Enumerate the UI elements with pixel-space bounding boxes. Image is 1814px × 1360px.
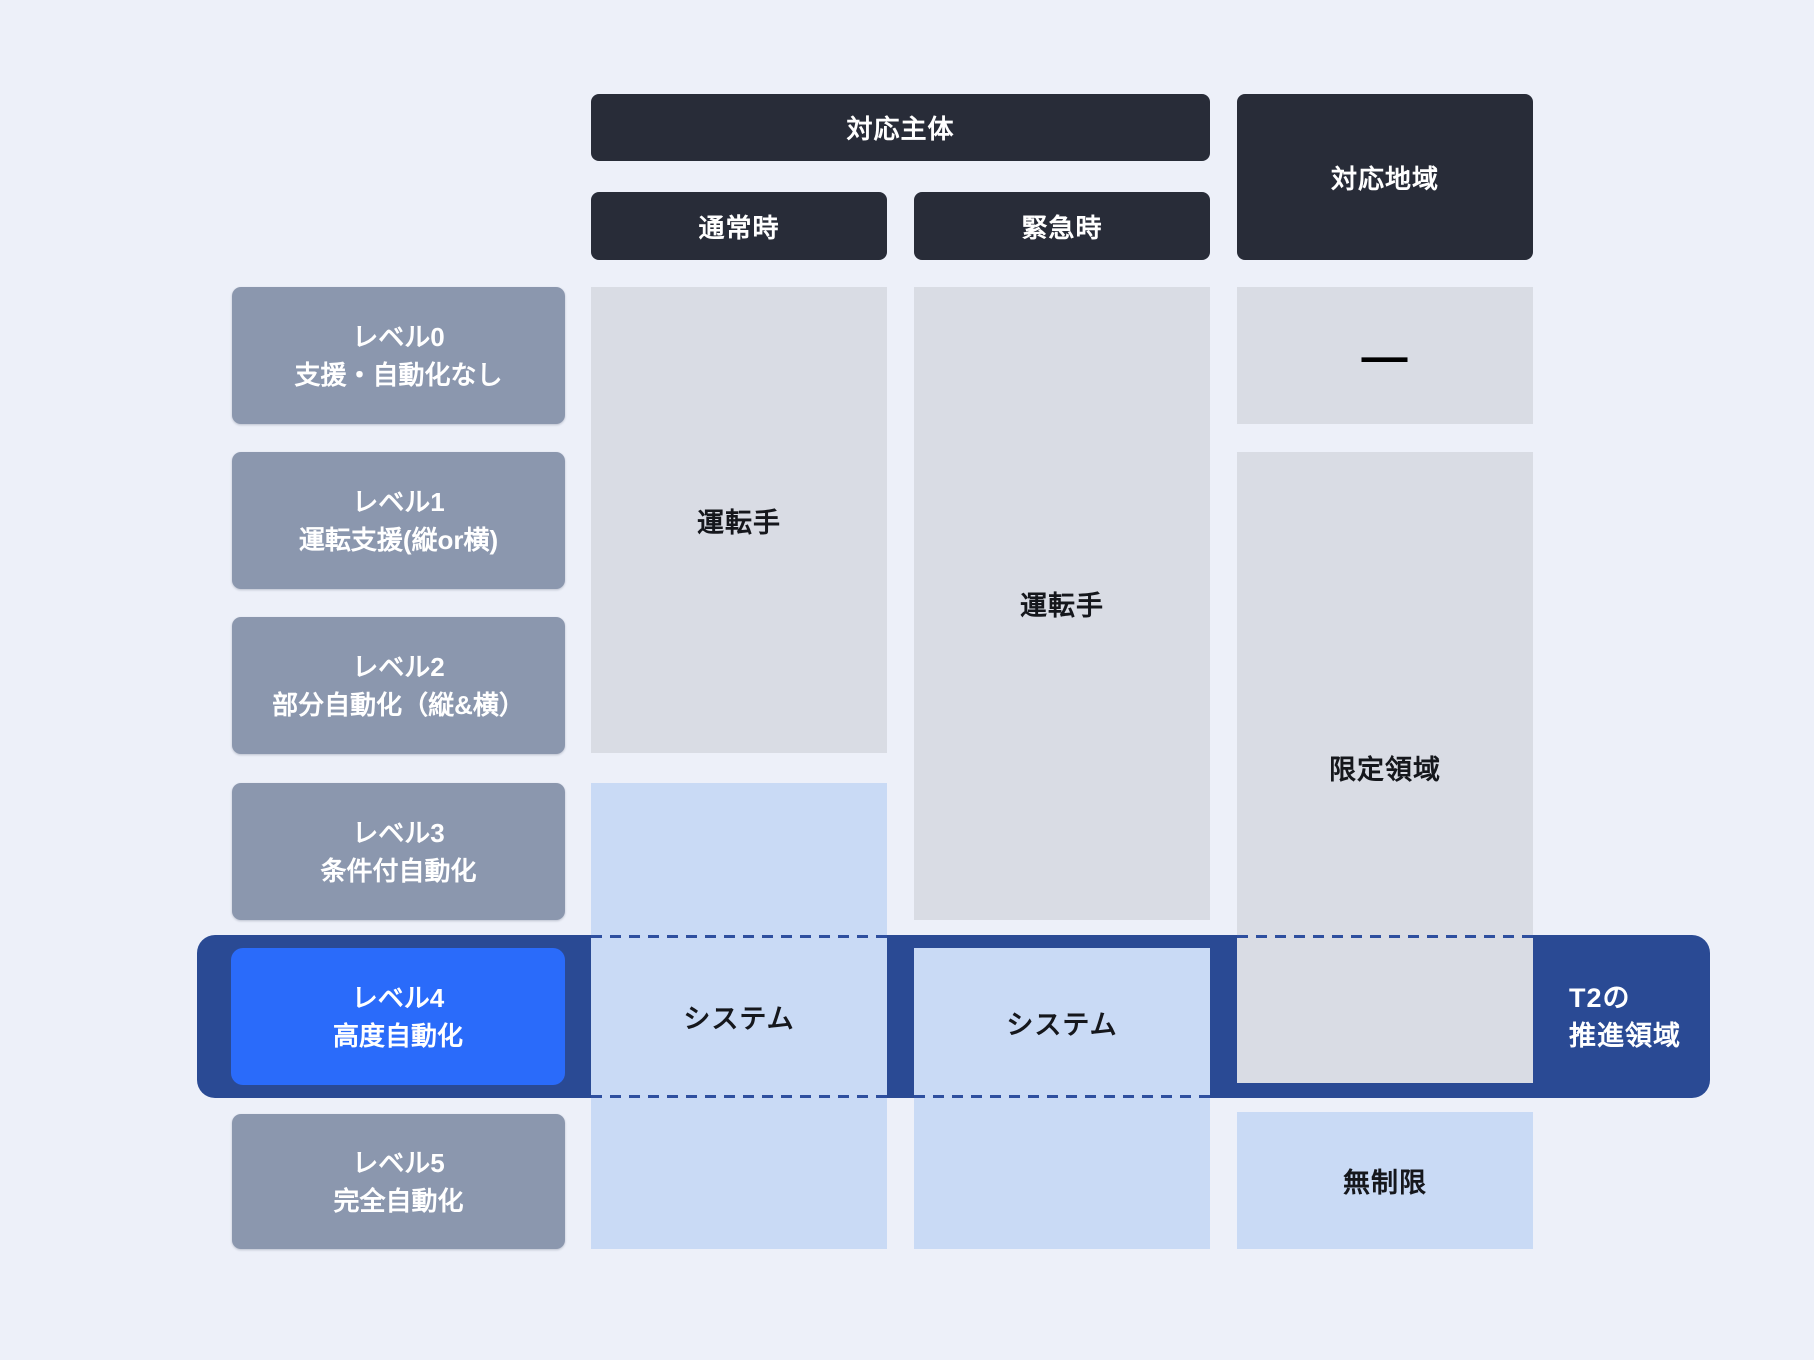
level4-box-highlighted: レベル4 高度自動化 (231, 948, 565, 1085)
level1-subtitle: 運転支援(縦or横) (298, 524, 499, 555)
cell-normal-system: システム (591, 783, 887, 1249)
band-label-line2: 推進領域 (1569, 1020, 1681, 1051)
level0-title: レベル0 (352, 321, 445, 352)
band-dashed-line-top-region (1237, 935, 1533, 938)
cell-region-limited-label: 限定領域 (1329, 755, 1441, 785)
header-applicable-region-label: 対応地域 (1330, 163, 1439, 194)
level3-subtitle: 条件付自動化 (320, 855, 477, 886)
level1-title: レベル1 (352, 486, 445, 517)
cell-emergency-system-label: システム (1006, 1010, 1118, 1040)
cell-region-unlimited: 無制限 (1237, 1112, 1533, 1249)
level2-title: レベル2 (352, 651, 445, 682)
level3-title: レベル3 (352, 817, 445, 848)
cell-emergency-system-label-wrap: システム (914, 948, 1210, 1097)
cell-normal-driver: 運転手 (591, 287, 887, 753)
cell-emergency-driver-label: 運転手 (1020, 591, 1104, 621)
level1-box: レベル1 運転支援(縦or横) (232, 452, 565, 589)
level0-subtitle: 支援・自動化なし (294, 359, 503, 390)
level4-title: レベル4 (351, 982, 445, 1013)
cell-region-limited: 限定領域 (1237, 452, 1533, 1083)
level0-box: レベル0 支援・自動化なし (232, 287, 565, 424)
header-responsible-entity-label: 対応主体 (846, 114, 955, 144)
cell-region-unlimited-label: 無制限 (1343, 1168, 1427, 1198)
cell-region-none: ― (1237, 287, 1533, 424)
band-dashed-line-bottom-normal (591, 1095, 887, 1098)
header-applicable-region: 対応地域 (1237, 94, 1533, 260)
level2-box: レベル2 部分自動化（縦&横） (232, 617, 565, 754)
header-emergency-time: 緊急時 (914, 192, 1210, 260)
header-normal-time-label: 通常時 (698, 212, 780, 243)
cell-normal-system-label: システム (683, 1003, 795, 1034)
cell-emergency-driver: 運転手 (914, 287, 1210, 920)
header-emergency-time-label: 緊急時 (1021, 212, 1103, 243)
level5-subtitle: 完全自動化 (333, 1185, 464, 1216)
band-dashed-line-top-normal (591, 935, 887, 938)
band-label: T2の 推進領域 (1569, 935, 1681, 1098)
level4-subtitle: 高度自動化 (332, 1020, 463, 1051)
cell-normal-driver-label: 運転手 (697, 507, 781, 538)
band-dashed-line-bottom-emergency (914, 1095, 1210, 1098)
header-responsible-entity: 対応主体 (591, 94, 1210, 161)
header-normal-time: 通常時 (591, 192, 887, 260)
level5-box: レベル5 完全自動化 (232, 1114, 565, 1249)
cell-emergency-system: システム (914, 948, 1210, 1249)
level5-title: レベル5 (352, 1147, 445, 1178)
level2-subtitle: 部分自動化（縦&横） (272, 689, 525, 720)
level3-box: レベル3 条件付自動化 (232, 783, 565, 920)
band-label-line1: T2の (1569, 982, 1631, 1013)
